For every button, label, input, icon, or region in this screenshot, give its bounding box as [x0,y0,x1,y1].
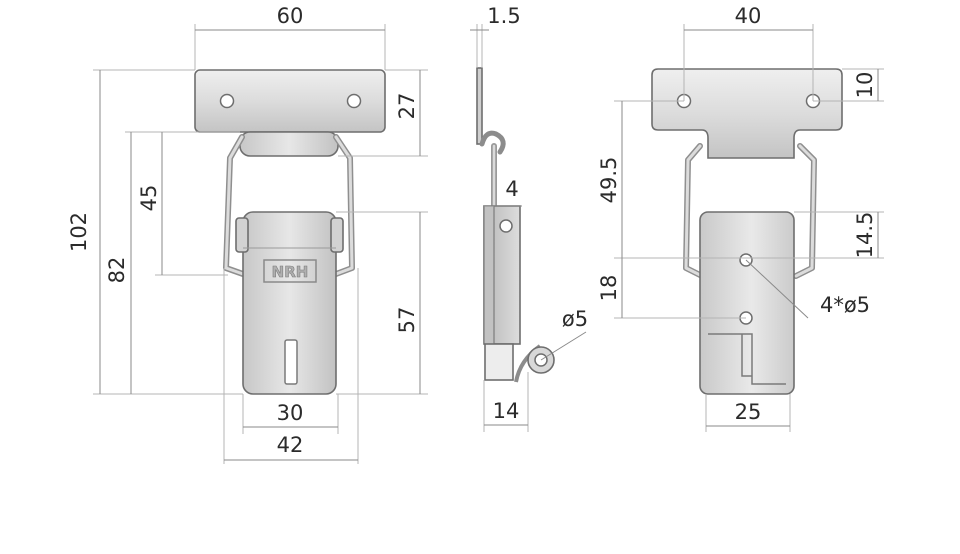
front-hinge-knuckle [239,131,339,157]
dim-keeper-holes: 4*ø5 [820,293,870,317]
dim-keeper-hole-pitch: 18 [597,275,621,302]
dim-side-ring-dia: ø5 [562,307,588,331]
dim-front-hook-height: 82 [105,257,129,284]
front-lock-body [242,211,337,395]
front-plate-hole-left [219,93,235,109]
front-dimensions: 60 27 102 82 45 57 30 42 [67,4,428,464]
keeper-catch-slot [708,333,786,385]
dim-front-plate-height: 27 [395,93,419,120]
dim-keeper-hole-span: 40 [735,4,762,28]
dim-front-slot-span: 30 [277,401,304,425]
side-base [484,343,514,381]
keeper-mount-plate [651,68,843,159]
dim-front-base-width: 42 [277,433,304,457]
side-view [476,67,555,383]
side-hook-curl [479,130,506,155]
dim-side-depth: 14 [493,399,520,423]
dim-front-wire-height: 45 [137,185,161,212]
side-pivot [499,219,513,233]
dim-keeper-body-width: 25 [735,400,762,424]
dim-front-top-width: 60 [277,4,304,28]
front-logo-badge [263,259,317,283]
front-padlock-slot [284,339,298,385]
side-plate [476,67,483,145]
dim-side-offset: 4 [505,177,518,201]
dim-keeper-hole-to-hinge: 14.5 [853,212,877,259]
front-lock-ear-left [235,217,249,253]
front-view: NRH [194,69,386,395]
keeper-body [699,211,795,395]
side-dimensions: 1.5 4 ø5 14 [470,4,588,432]
front-logo-text: NRH [272,263,309,281]
keeper-dimensions: 40 10 49.5 14.5 18 4*ø5 25 [597,4,884,432]
keeper-view [651,68,843,395]
dim-keeper-plate-to-hole: 49.5 [597,157,621,204]
front-plate-hole-right [346,93,362,109]
dim-front-lock-height: 57 [395,307,419,334]
front-lock-ear-right [330,217,344,253]
dim-front-overall-height: 102 [67,212,91,252]
dim-side-thickness: 1.5 [487,4,520,28]
dim-keeper-hole-offset: 10 [853,72,877,99]
